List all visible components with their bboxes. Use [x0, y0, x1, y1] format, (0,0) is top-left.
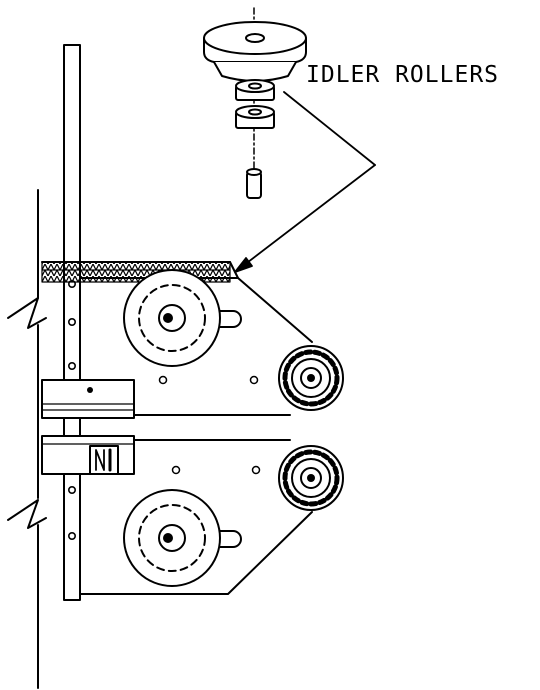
upper-drive-sprocket [278, 345, 344, 411]
top-idler-roller [203, 21, 307, 82]
frame-break-lines [7, 189, 47, 689]
idler-rollers-callout-label: IDLER ROLLERS [306, 62, 500, 88]
vertical-mounting-post [63, 44, 81, 601]
lower-drive-sprocket [278, 445, 344, 511]
shoulder-pin [246, 168, 262, 199]
callout-leader-lines [234, 91, 376, 273]
upper-idler-roller [123, 269, 242, 367]
side-clamp-block [41, 379, 135, 475]
lower-idler-roller [123, 489, 242, 587]
small-spacer-roller-2 [235, 105, 275, 129]
exploded-roller-parts [203, 7, 307, 199]
small-spacer-roller-1 [235, 79, 275, 101]
